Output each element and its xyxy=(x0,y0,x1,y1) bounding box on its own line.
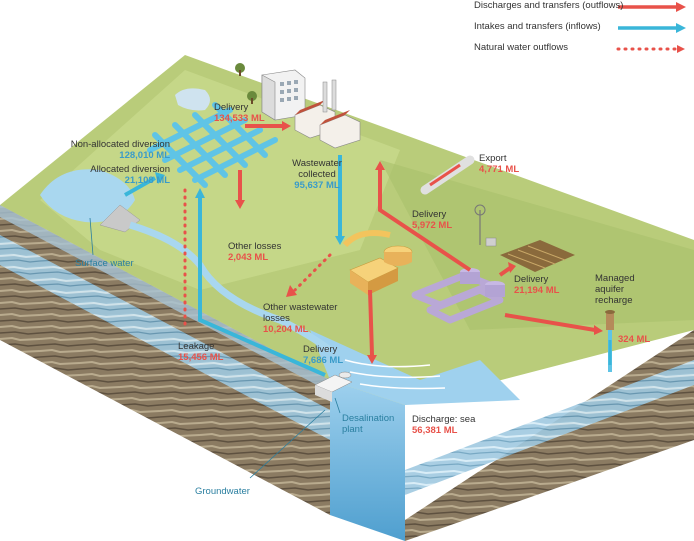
export-value: 4,771 ML xyxy=(479,164,520,175)
outflow-arrows xyxy=(235,121,603,364)
legend-inflows-label: Intakes and transfers (inflows) xyxy=(474,21,601,32)
discharge-value: 56,381 ML xyxy=(412,425,458,436)
leakage-value: 15,456 ML xyxy=(178,352,224,363)
legend xyxy=(616,2,686,53)
recharge-arrow xyxy=(504,313,596,332)
farm xyxy=(474,204,575,272)
delivery-top-value: 134,533 ML xyxy=(214,113,265,124)
delivery-top-title: Delivery xyxy=(214,102,249,113)
non-allocated-title: Non-allocated diversion xyxy=(70,139,170,150)
wastewater-value: 95,637 ML xyxy=(294,180,340,191)
surface-water-lake xyxy=(40,88,333,353)
desal-plant-line-2: plant xyxy=(342,424,363,435)
wastewater-title-2: collected xyxy=(298,169,336,180)
managed-line-3: recharge xyxy=(595,295,633,306)
delivery-mid-value: 5,972 ML xyxy=(412,220,453,231)
groundwater-label: Groundwater xyxy=(195,486,250,497)
legend-natural-label: Natural water outflows xyxy=(474,42,568,53)
delivery-mid-title: Delivery xyxy=(412,209,447,220)
managed-line-1: Managed xyxy=(595,273,635,284)
desalination-plant xyxy=(314,371,353,402)
surface-water-label: Surface water xyxy=(75,258,134,269)
delivery-farm-title: Delivery xyxy=(514,274,549,285)
delivery-desal-value: 7,686 ML xyxy=(303,355,344,366)
allocated-value: 21,108 ML xyxy=(124,175,170,186)
diversion-arrow xyxy=(124,176,156,197)
leakage-title: Leakage xyxy=(178,341,215,352)
terrain-block xyxy=(0,205,694,541)
treatment-plant xyxy=(342,230,413,295)
other-ww-value: 10,204 ML xyxy=(263,324,309,335)
export-pipe xyxy=(420,155,475,195)
other-losses-title: Other losses xyxy=(228,241,282,252)
managed-line-2: aquifer xyxy=(595,284,625,295)
export-title: Export xyxy=(479,153,507,164)
pipe-grid xyxy=(147,102,278,188)
legend-outflows-label: Discharges and transfers (outflows) xyxy=(474,0,624,11)
other-ww-line-1: Other wastewater xyxy=(263,302,338,313)
sea-section xyxy=(330,380,405,541)
delivery-desal-title: Delivery xyxy=(303,344,338,355)
sea-inlet xyxy=(310,330,520,405)
wastewater-title-1: Wastewater xyxy=(292,158,342,169)
delivery-mid-arrow xyxy=(378,168,472,272)
natural-outflow-arrows xyxy=(183,188,332,332)
desal-delivery-arrow xyxy=(198,195,326,377)
sea-discharge-arrow xyxy=(368,289,374,356)
leader-lines xyxy=(89,217,341,479)
recycling-ponds xyxy=(411,268,505,324)
city-buildings xyxy=(235,63,361,149)
desal-plant-line-1: Desalination xyxy=(342,413,395,424)
other-ww-line-2: losses xyxy=(263,313,290,324)
other-losses-value: 2,043 ML xyxy=(228,252,269,263)
discharge-title: Discharge: sea xyxy=(412,414,476,425)
non-allocated-value: 128,010 ML xyxy=(119,150,170,161)
delivery-farm-value: 21,194 ML xyxy=(514,285,560,296)
allocated-title: Allocated diversion xyxy=(90,164,170,175)
inflow-arrows xyxy=(124,155,612,377)
managed-value: 324 ML xyxy=(618,334,651,345)
